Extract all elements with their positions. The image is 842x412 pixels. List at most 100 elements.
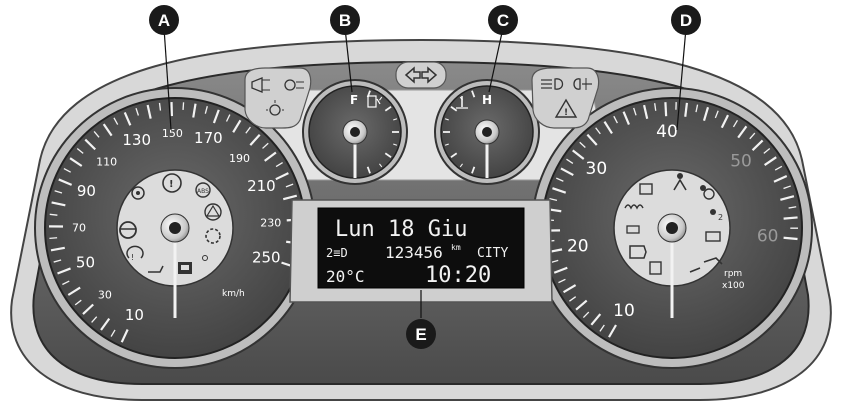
- tachometer-tick: [695, 104, 699, 113]
- fuel-gauge-tick: [384, 152, 392, 158]
- callout-c: C: [488, 5, 518, 35]
- speedometer-tick: [146, 104, 152, 119]
- speedometer-tick: [82, 303, 94, 315]
- speedometer-tick: [50, 246, 65, 252]
- glow-plug-icon: [205, 228, 221, 244]
- particulate-filter-icon: [626, 225, 640, 234]
- temperature-gauge-tick: [471, 90, 476, 98]
- door-open-icon: [178, 262, 192, 274]
- tachometer-tick: [560, 167, 574, 177]
- tachometer-tick: [780, 195, 795, 201]
- speedometer-tick: [275, 172, 289, 181]
- speedometer-tick: [53, 259, 62, 263]
- tachometer-tick: [783, 216, 798, 220]
- speedometer-tick: [113, 117, 119, 125]
- display-clock: 10:20: [425, 263, 491, 288]
- fuel-gauge-tick: [384, 106, 392, 112]
- svg-text:2: 2: [718, 213, 723, 222]
- callout-d: D: [671, 5, 701, 35]
- turn-signal-pod: [395, 61, 447, 89]
- tachometer-tick-label: 60: [757, 226, 779, 246]
- tachometer-tick: [575, 299, 588, 311]
- passenger-airbag-off-icon: 2: [710, 209, 723, 222]
- speedometer-tick: [275, 161, 283, 168]
- brake-warning-icon: !: [162, 173, 182, 193]
- speedometer-tick: [123, 112, 132, 126]
- speedometer-tick: [58, 178, 73, 186]
- speedometer-tick-label: 250: [252, 249, 281, 267]
- fuel-gauge-tick: [379, 96, 383, 101]
- temperature-hot-label: H: [482, 93, 492, 107]
- temperature-gauge-tick: [471, 166, 476, 174]
- speedometer-tick: [57, 267, 71, 275]
- tachometer-tick: [732, 119, 739, 128]
- temperature-gauge-tick: [450, 106, 458, 112]
- tachometer-tick: [599, 324, 605, 332]
- speedometer-tick-label: 90: [77, 182, 96, 200]
- speedometer-tick: [282, 194, 298, 201]
- speedometer-tick: [102, 123, 113, 137]
- speedometer-tick: [62, 280, 70, 286]
- speedometer-hub-center: [169, 222, 181, 234]
- tachometer-tick: [566, 158, 574, 164]
- svg-text:!: !: [169, 179, 174, 190]
- speedometer-tick: [285, 183, 294, 188]
- speedometer-tick-label: 10: [125, 306, 144, 324]
- display-screen: [317, 207, 525, 289]
- tachometer-tick: [774, 165, 783, 171]
- speedometer-tick-label: 210: [247, 177, 276, 195]
- tachometer-tick: [579, 141, 586, 148]
- speedometer-tick: [69, 157, 83, 167]
- tachometer-tick: [788, 206, 797, 209]
- fuel-gauge-tick: [366, 166, 371, 174]
- callout-c-label: C: [497, 11, 509, 30]
- display-drive-mode: CITY: [477, 246, 508, 261]
- tachometer-tick: [569, 296, 577, 302]
- tire-pressure-icon: !: [126, 245, 144, 262]
- speedometer-tick: [262, 142, 269, 149]
- tachometer-tick: [572, 149, 585, 160]
- callout-b-label: B: [339, 11, 351, 30]
- callout-d-leader: [676, 27, 687, 131]
- speedometer-tick: [249, 133, 261, 146]
- temperature-gauge: H: [434, 79, 540, 185]
- speedometer-tick: [158, 102, 162, 111]
- fuel-full-label: F: [350, 93, 358, 107]
- hazard-triangle-icon: !: [554, 98, 578, 118]
- tachometer-tick: [720, 114, 730, 129]
- tachometer-tick: [608, 324, 617, 338]
- right-light-pod: !: [531, 67, 600, 129]
- temperature-gauge-tick: [444, 118, 449, 121]
- callout-b-leader: [344, 27, 353, 93]
- display-date-line: Lun 18 Giu: [335, 217, 467, 242]
- speedometer-tick: [63, 167, 72, 173]
- speedometer-tick: [120, 329, 129, 343]
- speedometer-tick: [74, 299, 82, 306]
- callout-c-leader: [488, 27, 504, 93]
- callout-a-leader: [163, 27, 172, 131]
- display-gear-indicator: 2≡D: [326, 246, 348, 260]
- display-outside-temp: 20°C: [326, 267, 365, 286]
- tachometer-tick: [714, 110, 719, 119]
- tachometer-tick: [764, 156, 777, 166]
- tachometer-unit-multiplier: x100: [722, 281, 745, 291]
- tachometer-tick: [552, 187, 567, 194]
- tachometer-tick: [549, 197, 558, 202]
- speedometer-tick-label: 110: [96, 156, 117, 169]
- tachometer-tick: [562, 284, 577, 294]
- tachometer-tick: [553, 266, 568, 274]
- left-light-pod: [244, 67, 312, 129]
- tachometer-tick: [751, 139, 764, 151]
- tachometer-unit-rpm: rpm: [724, 269, 742, 279]
- tachometer-tick: [582, 311, 590, 319]
- temperature-gauge-tick: [444, 143, 449, 146]
- tachometer-tick: [622, 111, 630, 126]
- tachometer-tick: [783, 185, 791, 190]
- svg-text:!: !: [131, 253, 134, 262]
- callout-a: A: [149, 5, 179, 35]
- speedometer-tick-label: 130: [122, 131, 151, 149]
- tachometer-tick: [558, 278, 566, 284]
- fuel-gauge-tick: [379, 163, 383, 168]
